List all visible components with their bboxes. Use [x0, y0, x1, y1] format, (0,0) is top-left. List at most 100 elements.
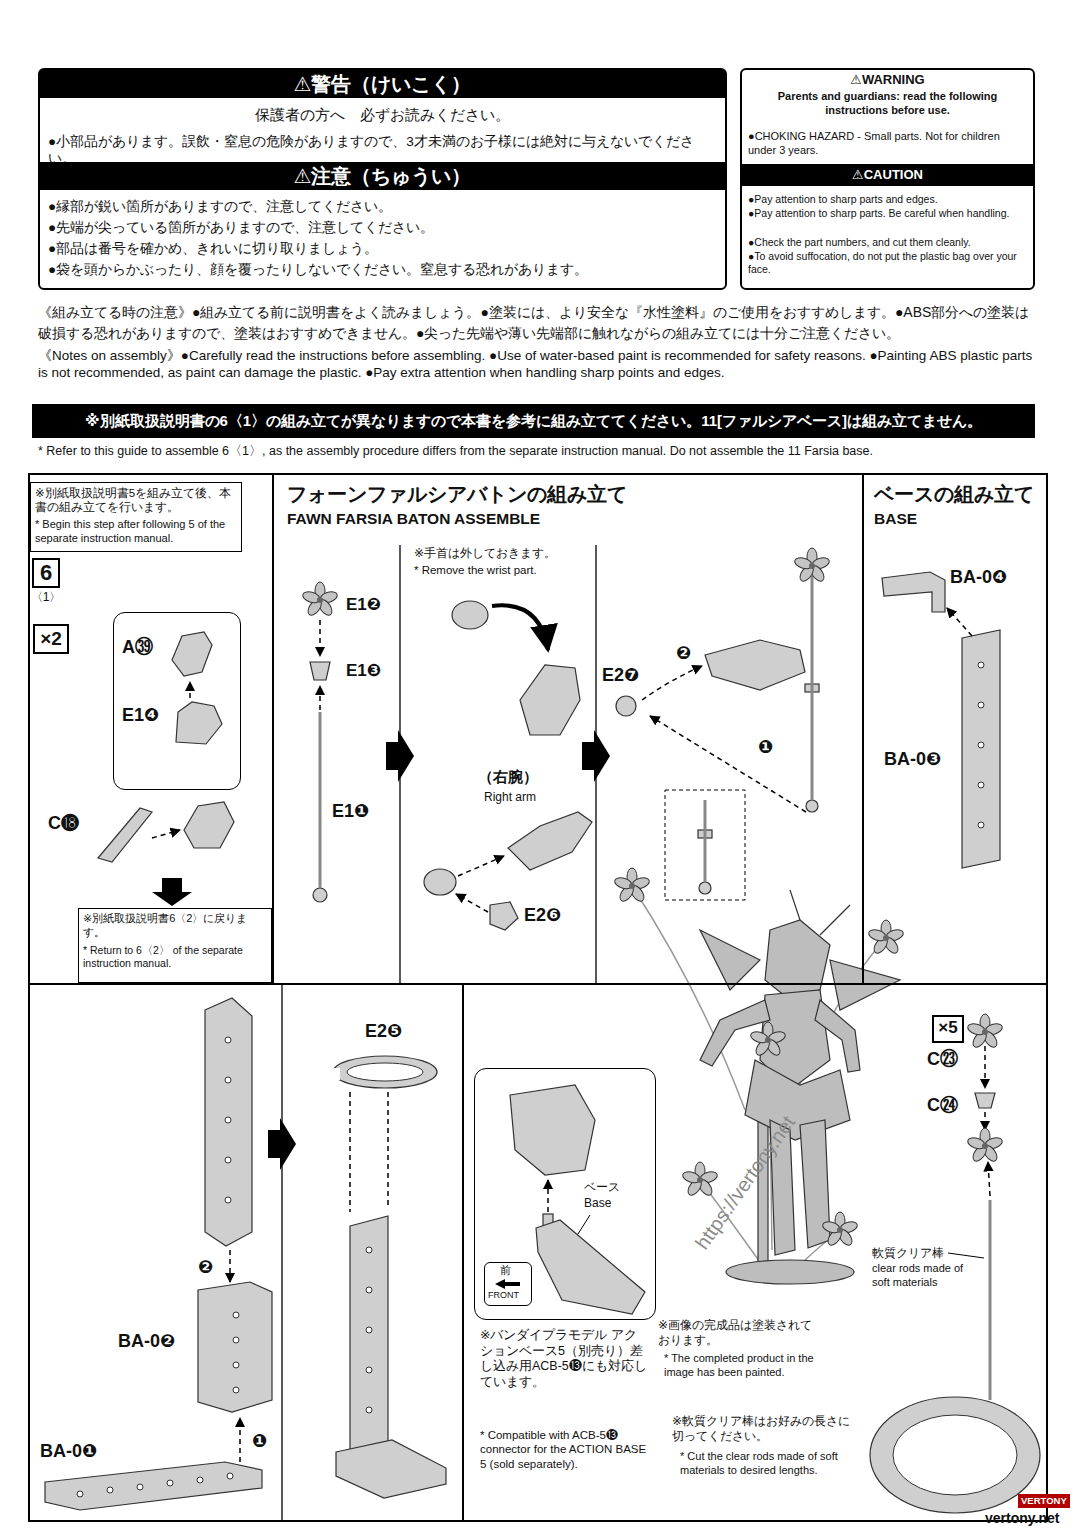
part-holes	[77, 662, 1017, 1497]
illustration	[167, 1480, 173, 1486]
part-label: BA-0❷	[118, 1330, 175, 1353]
assembly-notes: 《Notes on assembly》●Carefully read the i…	[38, 348, 1033, 382]
illustration	[867, 920, 904, 956]
illustration	[225, 1117, 231, 1123]
warning-text: ●先端が尖っている箇所がありますので、注意してください。	[48, 220, 720, 237]
illustration	[989, 1200, 992, 1400]
illustration	[366, 1287, 372, 1293]
illustration	[978, 822, 984, 828]
note-text: ※別紙取扱説明書5を組み立て後、本書の組み立てを行います。	[35, 486, 237, 515]
watermark: vertony.net	[985, 1510, 1059, 1528]
detail-frame	[665, 790, 745, 900]
note-text: ※別紙取扱説明書6〈2〉に戻ります。	[83, 912, 268, 940]
illustration	[978, 782, 984, 788]
part-label: E1❷	[346, 594, 381, 615]
part-label: ベース	[584, 1180, 620, 1195]
illustration	[349, 1092, 351, 1212]
dashed-arrows	[152, 608, 990, 1462]
illustration	[350, 1216, 388, 1452]
part-label: BASE	[874, 509, 917, 528]
illustration	[229, 1250, 231, 1282]
illustration	[233, 1337, 239, 1343]
illustration	[268, 1118, 296, 1170]
illustration	[107, 1487, 113, 1493]
note-box: ※別紙取扱説明書6〈2〉に戻ります。* Return to 6〈2〉 of th…	[78, 908, 272, 983]
warning-box: ⚠警告（けいこく）保護者の方へ 必ずお読みください。●小部品があります。誤飲・窒…	[38, 68, 727, 290]
quantity: ×2	[35, 627, 67, 651]
illustration	[984, 1112, 986, 1130]
note-text: * The completed product in the image has…	[664, 1352, 814, 1380]
illustration	[233, 1387, 239, 1393]
part-label: A㊴	[122, 636, 153, 659]
illustration	[811, 576, 814, 800]
note-text: * Cut the clear rods made of soft materi…	[680, 1450, 862, 1478]
part-label: FAWN FARSIA BATON ASSEMBLE	[287, 509, 540, 528]
illustration	[508, 812, 592, 870]
warning-text: ●Pay attention to sharp parts and edges.	[748, 193, 1028, 206]
illustration	[176, 702, 222, 744]
illustration	[616, 696, 636, 716]
illustration	[152, 830, 180, 838]
illustration	[233, 1312, 239, 1318]
quantity-box: ×5	[932, 1015, 964, 1043]
part-label: E1❸	[346, 660, 381, 681]
part-label: E1❹	[122, 704, 159, 727]
illustration	[239, 1418, 241, 1462]
warning-text: ●CHOKING HAZARD - Small parts. Not for c…	[748, 130, 1028, 158]
illustration	[227, 1473, 233, 1479]
warning-text: Parents and guardians: read the followin…	[746, 90, 1029, 118]
illustration	[301, 582, 338, 618]
inset-box: ベースBase前FRONT	[474, 1068, 656, 1320]
illustration	[882, 572, 945, 612]
direction-box: 前FRONT	[484, 1262, 532, 1306]
illustration	[387, 1092, 389, 1208]
part-label: （右腕）	[478, 768, 538, 787]
part-label: ❶	[252, 1430, 267, 1453]
illustration	[386, 730, 414, 782]
assembly-notes: 《組み立てる時の注意》●組み立てる前に説明書をよく読みましょう。●塗装には、より…	[38, 302, 1033, 344]
note-text: C㉓	[927, 1048, 958, 1071]
direction-label: 前	[500, 1264, 511, 1278]
illustration	[975, 1093, 995, 1108]
note-text: 軟質クリア棒	[872, 1246, 944, 1261]
watermark: https://vertony.net	[690, 1111, 801, 1254]
assembly-panel: ※バンダイプラモデル アクションベース5（別売り）差し込み用ACB-5⓭にも対応…	[462, 983, 1048, 1522]
ring-gap	[326, 1068, 340, 1080]
illustration	[815, 1000, 860, 1072]
turn-arrow	[492, 605, 548, 650]
part-label: Right arm	[484, 790, 536, 805]
illustration	[793, 548, 830, 584]
illustration	[642, 666, 702, 700]
part-label: E1❶	[332, 800, 369, 823]
note-text: * Compatible with ACB-5⓭ connector for t…	[480, 1428, 648, 1471]
step-number-box: 6〈1〉	[32, 558, 60, 588]
illustration	[366, 1407, 372, 1413]
front-arrow-icon	[495, 1279, 520, 1289]
illustration	[765, 920, 830, 1000]
illustration	[820, 905, 850, 935]
illustration	[319, 712, 322, 888]
illustration	[978, 702, 984, 708]
part-label: ❶	[758, 736, 773, 759]
part-label: フォーンファルシアバトンの組み立て	[287, 482, 627, 507]
note-box: ※別紙取扱説明書5を組み立て後、本書の組み立てを行います。* Begin thi…	[30, 482, 242, 552]
illustration	[749, 1022, 786, 1058]
illustration	[948, 1253, 984, 1258]
illustration	[613, 868, 650, 904]
illustration	[536, 1220, 645, 1314]
illustration	[366, 1367, 372, 1373]
illustration	[962, 630, 1000, 868]
part-label: ※手首は外しておきます。	[414, 546, 556, 561]
illustration	[198, 1282, 272, 1412]
illustration	[699, 882, 711, 894]
part-label: ベースの組み立て	[874, 482, 1034, 507]
illustration	[978, 662, 984, 668]
assembly-panel: ❷BA-0❷❶BA-0❶E2❺	[28, 983, 464, 1522]
illustration	[197, 1477, 203, 1483]
illustration	[225, 1037, 231, 1043]
illustration	[225, 1157, 231, 1163]
illustration	[456, 894, 488, 912]
illustration	[893, 1415, 1017, 1495]
part-label: ❷	[198, 1256, 213, 1279]
